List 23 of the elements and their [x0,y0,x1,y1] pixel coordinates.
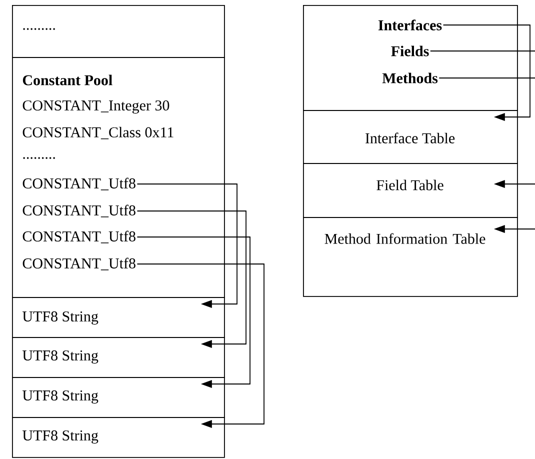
field-name: CONSTANT_Utf8 [22,204,136,218]
arrow [494,225,535,233]
table-cell: Interface Table [303,110,518,164]
table-cell: Field Table [303,163,518,218]
table-cell [303,5,518,111]
table-cell: ......... [12,5,225,58]
table-cell: Method Information Table [303,217,518,297]
table-cell: UTF8 String [12,297,225,338]
field-name: CONSTANT_Utf8 [22,178,136,190]
field-name: Fields [391,46,429,56]
arrow [442,24,530,121]
field-name: CONSTANT_Utf8 [22,258,136,270]
field-name: CONSTANT_Utf8 [22,230,136,244]
arrow [494,180,535,188]
arrow [136,184,238,308]
table-cell: UTF8 String [12,417,225,458]
arrow [136,210,246,348]
table-cell: UTF8 String [12,377,225,418]
field-name: Methods [382,72,438,84]
arrow [136,236,250,388]
field-name: Interfaces [378,20,442,30]
table-cell: UTF8 String [12,337,225,378]
arrow [136,264,264,428]
